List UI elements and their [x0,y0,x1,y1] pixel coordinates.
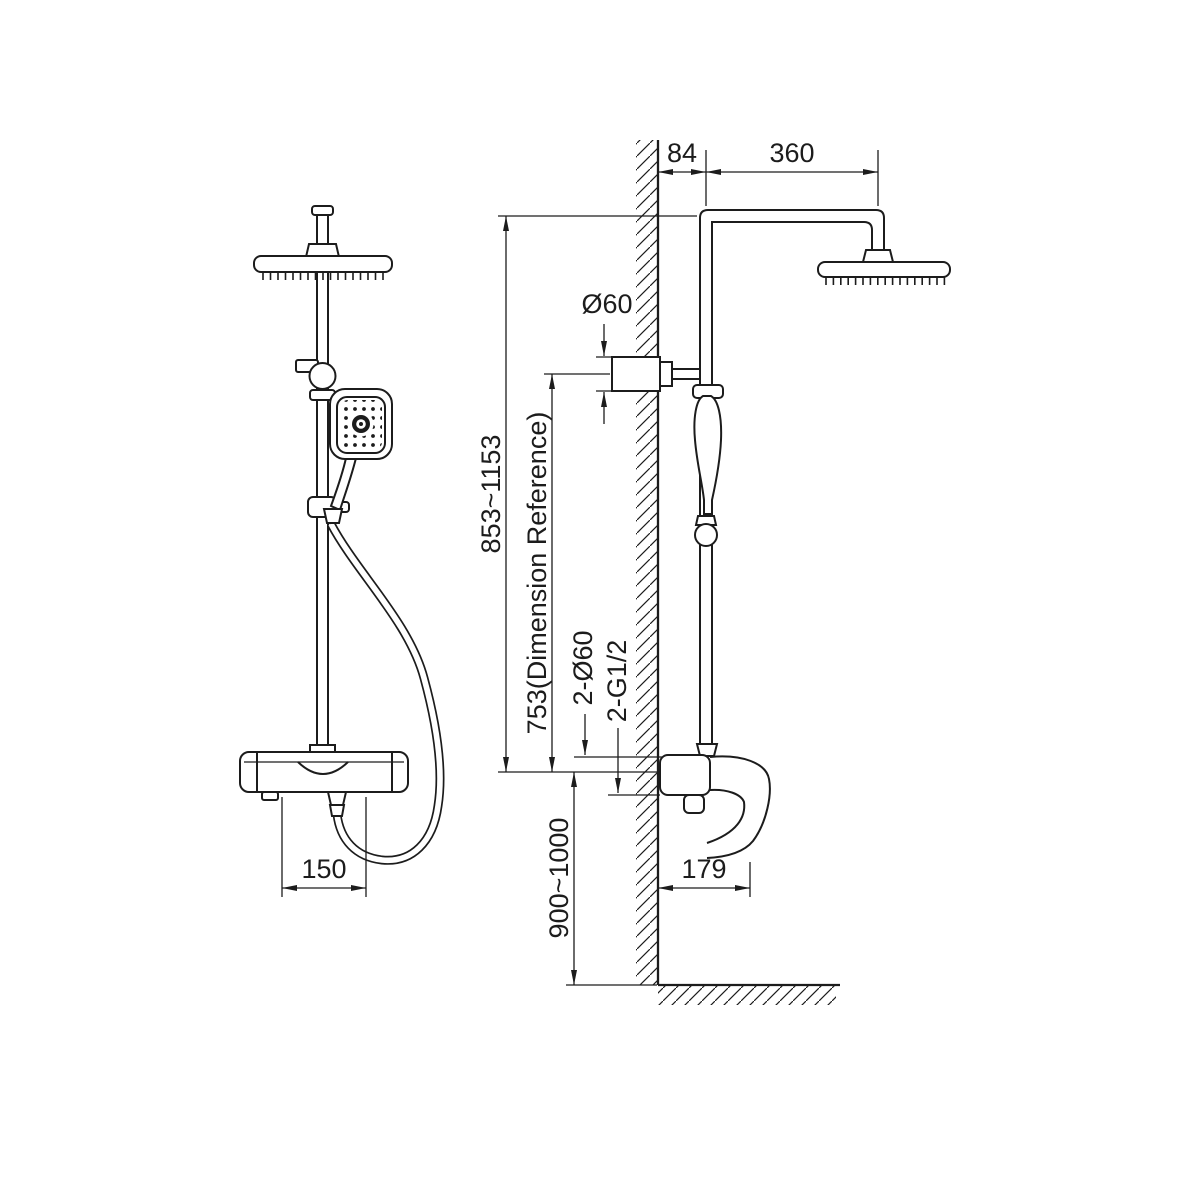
spray-nozzles [262,272,384,280]
dimension-2-g12-label: 2-G1/2 [602,640,632,723]
dimension-753-reference: 753(Dimension Reference) [522,373,610,772]
hand-shower-profile [693,395,723,515]
rain-shower-head-front [253,255,393,280]
dimension-2-dia60-label: 2-Ø60 [568,630,598,705]
head-connector-nut-side [861,249,895,263]
column-top-cap [311,205,334,216]
dimension-2-g12: 2-G1/2 [602,640,660,796]
dimension-150: 150 [281,797,367,897]
dimension-84-label: 84 [667,138,697,168]
column-base-collar [309,744,336,753]
shower-column-side [699,209,885,755]
dimension-360-label: 360 [769,138,814,168]
waterfall-spout-front [297,761,349,775]
wall-union-side [611,356,700,392]
spray-nozzles-side [825,277,946,285]
wall-section [636,140,660,985]
shower-column-front [295,205,341,752]
dimension-dia60-label: Ø60 [581,289,632,319]
shower-hose-front [327,521,445,865]
hose-nut-side [694,515,718,526]
dimension-753-label: 753(Dimension Reference) [522,412,552,735]
mixer-valve-front [239,744,409,817]
dimension-84: 84 [658,138,707,206]
dimension-179-label: 179 [681,854,726,884]
hand-shower-side [692,384,724,547]
hand-shower-front [322,388,393,524]
hose-swivel-fitting [694,523,718,547]
side-view: 84 360 Ø60 853~1153 753(Dimension Refere… [476,138,951,1005]
hose-nut [322,508,344,524]
hose-outlet-nut [328,804,346,817]
bracket-pivot [308,362,337,390]
floor-section [658,983,840,1005]
rain-shower-head-side [817,249,951,285]
wall-hatch [636,140,658,985]
dimension-179: 179 [658,854,751,897]
dimension-150-label: 150 [301,854,346,884]
dimension-360: 360 [706,138,879,206]
dimension-853-1153-label: 853~1153 [476,435,506,554]
valve-body-side [659,754,711,796]
hose-outlet [326,791,348,806]
dimension-900-1000: 900~1000 [544,772,657,986]
check-valve-tab [261,791,279,801]
dimension-dia60: Ø60 [581,289,633,424]
mixer-valve-side [659,743,719,814]
wall-union-flange [659,361,673,387]
valve-shelf-body [239,751,409,793]
hand-shower-handle [329,457,358,512]
diverter-knob [683,794,705,814]
wall-union-body [611,356,661,392]
floor-hatch [658,985,836,1005]
dimension-853-1153: 853~1153 [476,215,697,773]
front-view: 150 [239,205,445,897]
tub-spout-side [706,755,771,859]
dimension-900-1000-label: 900~1000 [544,818,574,939]
